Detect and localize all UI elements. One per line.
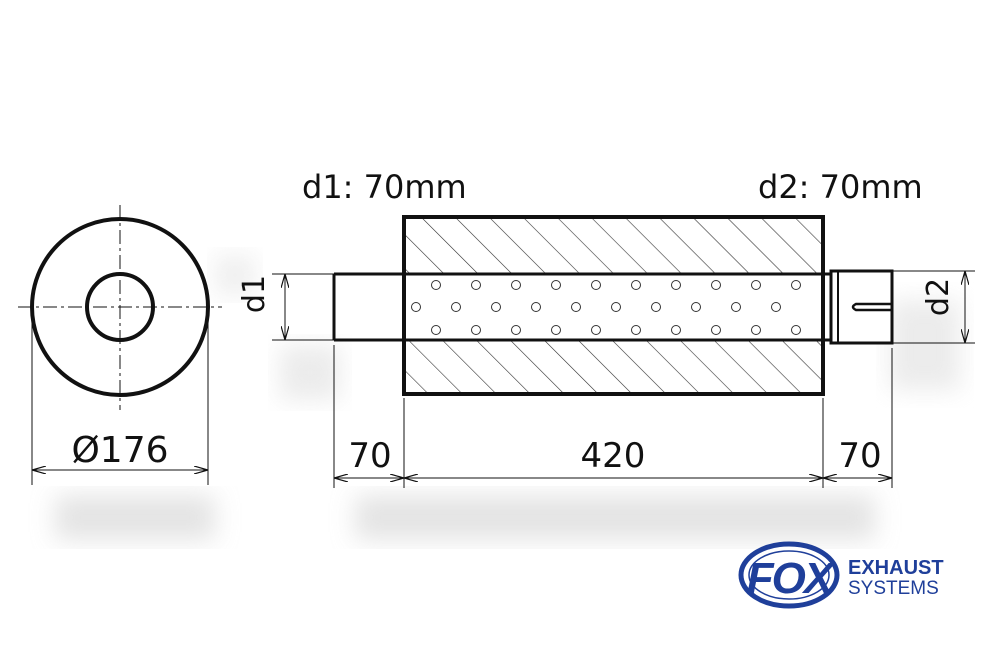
perforation-hole	[491, 302, 501, 312]
perforation-hole	[571, 302, 581, 312]
logo-line1: EXHAUST	[848, 557, 944, 579]
perforation-hole	[451, 302, 461, 312]
perforation-hole	[411, 302, 421, 312]
perforation-hole	[551, 280, 561, 290]
perforation-hole	[511, 280, 521, 290]
logo-mark: FOX	[747, 554, 836, 603]
perforation-hole	[711, 280, 721, 290]
perforation-hole	[731, 302, 741, 312]
shadow-side-view	[355, 495, 875, 540]
perforation-hole	[691, 302, 701, 312]
perforation-hole	[631, 325, 641, 335]
perforation-hole	[751, 325, 761, 335]
drop-shadows	[55, 255, 960, 540]
perforation-hole	[551, 325, 561, 335]
diameter-label: Ø176	[71, 430, 168, 471]
inlet-length-label: 70	[348, 436, 391, 476]
outlet-slot	[851, 302, 892, 312]
perforation-hole	[591, 280, 601, 290]
logo-line2: SYSTEMS	[848, 578, 939, 599]
muffler-body-outline	[402, 215, 825, 396]
outlet-length-label: 70	[838, 436, 881, 476]
perforation-hole	[471, 325, 481, 335]
body-length-label: 420	[581, 436, 646, 476]
perforation-hole	[751, 280, 761, 290]
perforation-hole	[431, 325, 441, 335]
perforation-hole	[431, 280, 441, 290]
perforation-hole	[791, 325, 801, 335]
perforation-hole	[671, 280, 681, 290]
logo-inner-ring	[748, 550, 830, 600]
perforation-hole	[531, 302, 541, 312]
perforation-hole	[671, 325, 681, 335]
d2-short-label: d2	[921, 278, 956, 316]
perforation-hole	[631, 280, 641, 290]
d1-spec-label: d1: 70mm	[302, 168, 467, 206]
perforation-hole	[711, 325, 721, 335]
end-view	[18, 205, 222, 485]
shadow-inlet	[280, 345, 340, 400]
perforation-hole	[771, 302, 781, 312]
perforation-hole	[611, 302, 621, 312]
perforation-hole	[471, 280, 481, 290]
outlet-sleeve	[829, 269, 894, 345]
perforation-hole	[591, 325, 601, 335]
d1-short-label: d1	[237, 275, 272, 313]
perforation-hole	[791, 280, 801, 290]
shadow-end-right	[215, 255, 255, 295]
side-view	[272, 215, 975, 488]
d2-spec-label: d2: 70mm	[758, 168, 923, 206]
perforation-hole	[511, 325, 521, 335]
shadow-outlet	[890, 300, 960, 390]
fox-exhaust-logo: FOX EXHAUST SYSTEMS	[738, 541, 944, 609]
shadow-end-view	[55, 495, 215, 540]
perforation-hole	[651, 302, 661, 312]
perforation-holes	[411, 280, 801, 335]
